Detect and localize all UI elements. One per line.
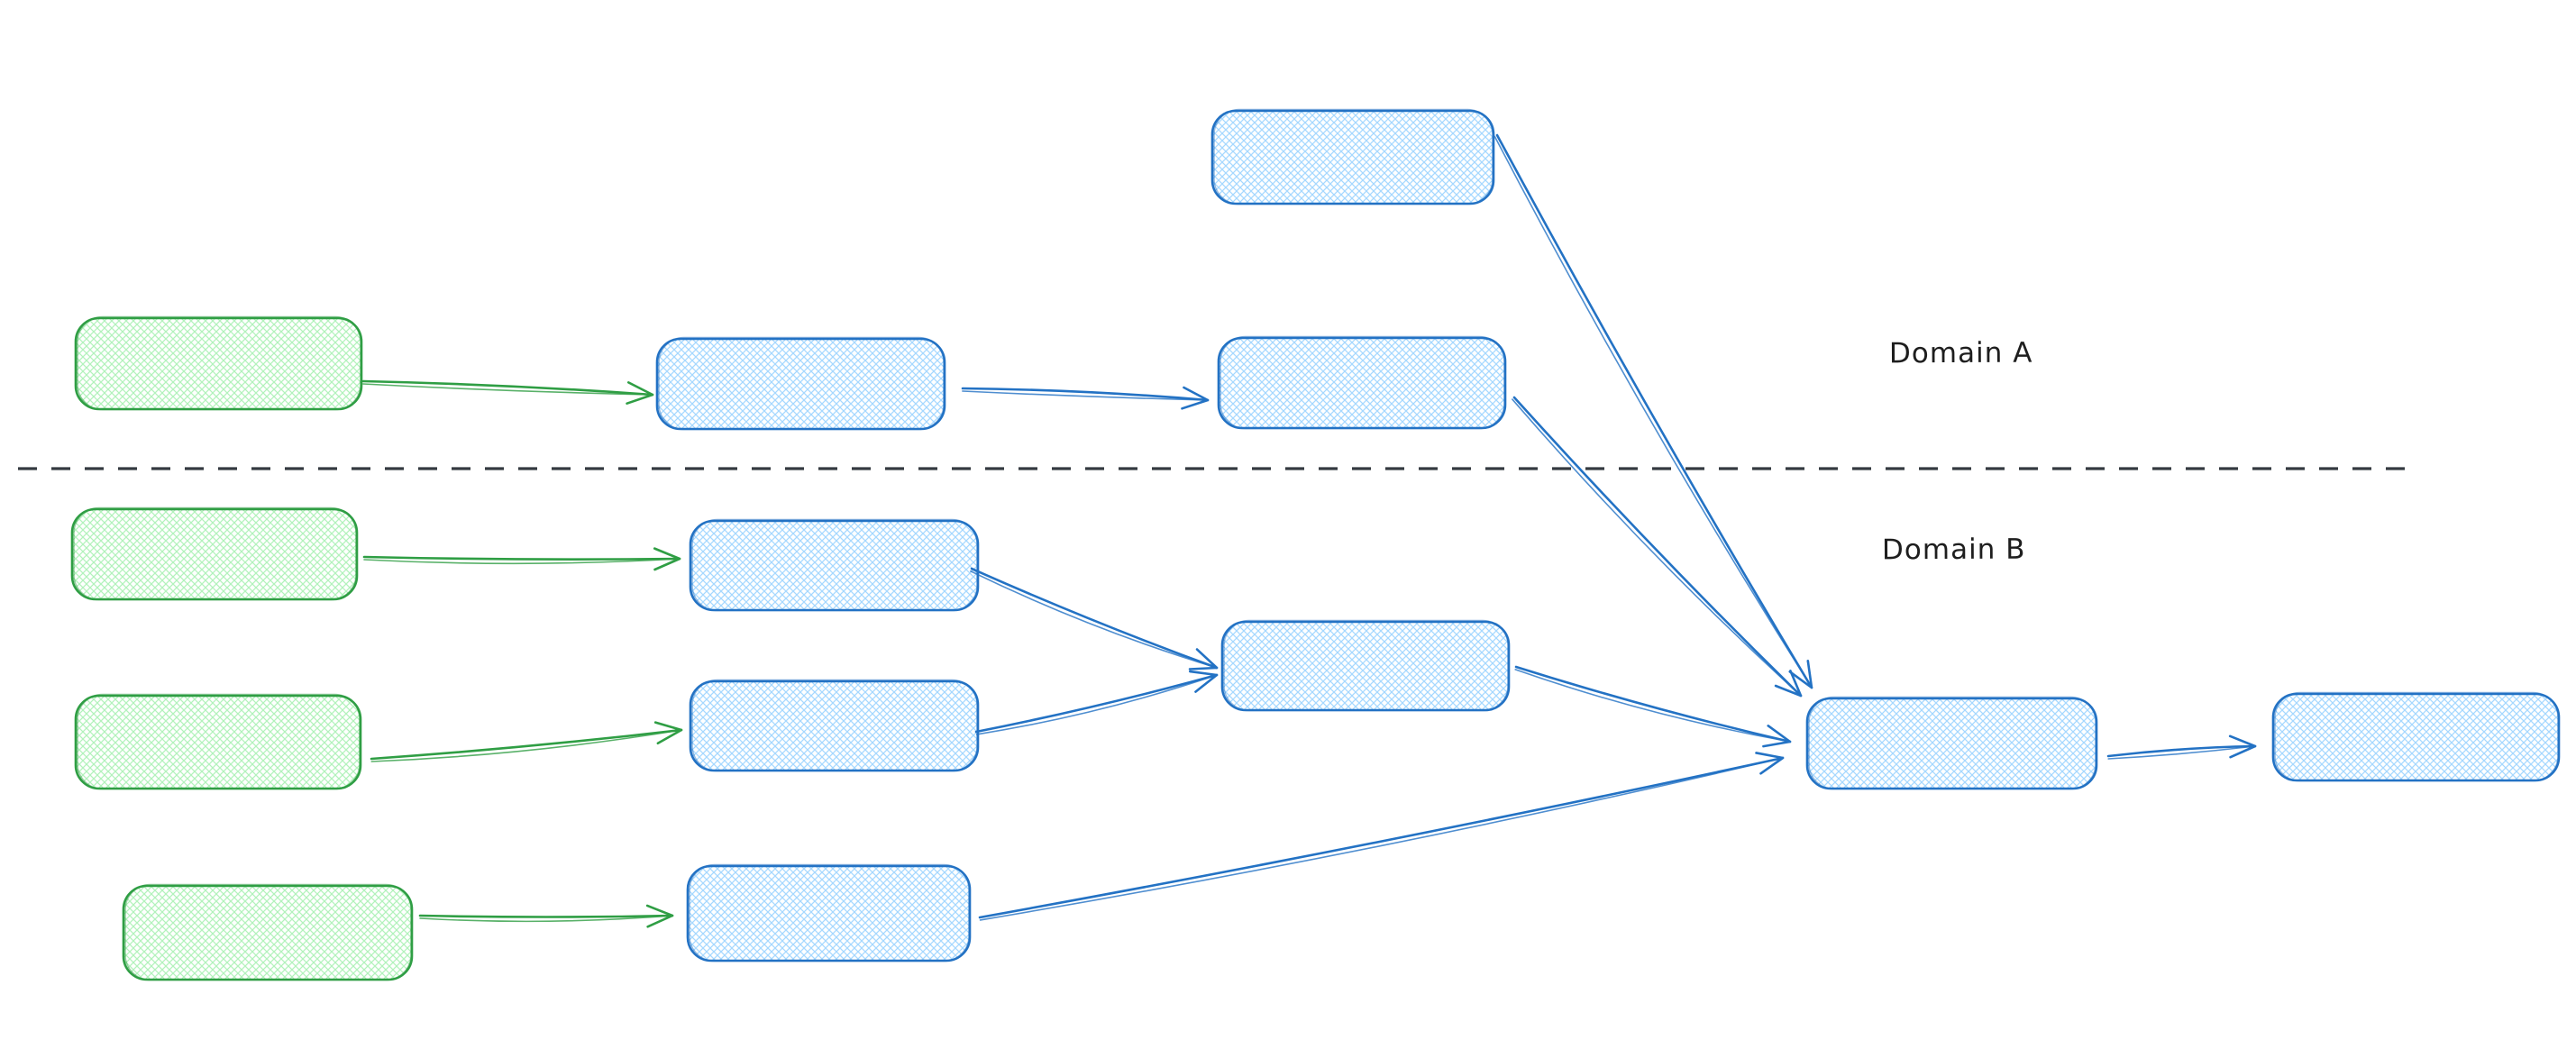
box-sink [1805,696,2098,790]
arrow-b-source-3-to-stage-3 [418,904,674,928]
arrow-b-source-2-to-stage-2 [370,721,683,762]
arrow-b-merge-to-sink [1514,665,1792,748]
arrowhead-icon [1181,386,1210,410]
arrowhead-icon [653,721,683,745]
arrow-a-stage-2-to-sink [1512,396,1803,698]
arrowhead-icon [1774,670,1803,698]
arrow-b-stage-1-to-merge [970,567,1219,670]
arrow-a-stage-1-to-stage-2 [961,386,1210,410]
arrowhead-icon [1188,670,1219,693]
box-domain-b-stage-2 [689,679,980,772]
box-domain-b-source-2 [74,693,362,790]
arrow-a-source-to-stage-1 [361,379,654,405]
arrow-b-stage-2-to-merge [974,670,1219,735]
domain-a-label: Domain A [1888,336,2033,370]
arrow-sink-to-output [2106,734,2257,760]
box-domain-a-stage-2 [1217,335,1507,430]
box-domain-b-merge [1220,619,1511,712]
box-domain-b-stage-3 [686,863,972,962]
arrow-a-top-to-sink [1494,133,1813,689]
box-output [2271,691,2561,782]
arrowhead-icon [653,547,681,571]
arrow-b-stage-3-to-sink [978,752,1785,921]
box-domain-a-stage-1 [655,336,946,431]
arrowhead-icon [1788,659,1813,689]
box-domain-a-source [74,315,363,411]
domain-b-label: Domain B [1881,533,2026,567]
arrowhead-icon [1755,752,1785,775]
box-domain-b-stage-1 [689,518,980,612]
box-domain-a-top [1210,108,1495,205]
box-domain-b-source-1 [70,506,359,601]
arrowhead-icon [1188,648,1219,670]
arrow-b-source-1-to-stage-1 [362,547,681,571]
arrowhead-icon [2228,734,2257,759]
arrowhead-icon [626,381,654,405]
arrowhead-icon [645,904,674,928]
arrowhead-icon [1762,725,1792,748]
box-domain-b-source-3 [122,883,414,981]
